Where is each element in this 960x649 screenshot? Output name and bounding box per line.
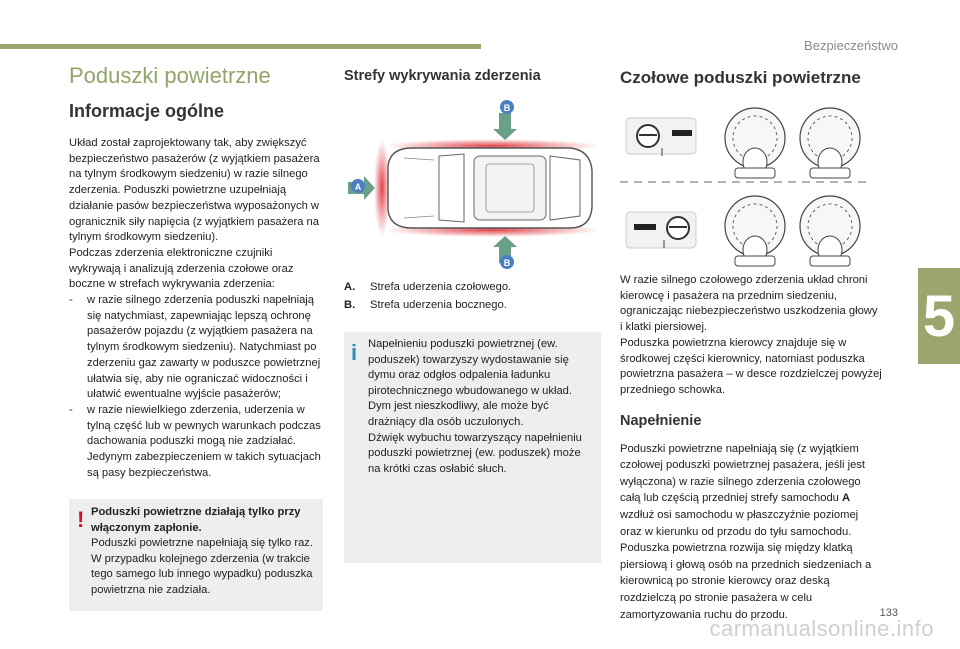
- detection-zones-heading: Strefy wykrywania zderzenia: [344, 68, 541, 84]
- warning-box: ! Poduszki powietrzne działają tylko prz…: [69, 499, 323, 611]
- occupant-seat-bottom-right: [799, 195, 861, 267]
- front-airbag-diagram: [620, 107, 870, 267]
- hood-line: [403, 215, 435, 219]
- bullet-dash: -: [69, 403, 73, 416]
- bullet-item: - w razie niewielkiego zderzenia, uderze…: [69, 403, 324, 482]
- info-icon: i: [351, 340, 358, 365]
- front-airbags-text: W razie silnego czołowego zderzenia ukła…: [620, 273, 882, 623]
- legend-item: A. Strefa uderzenia czołowego.: [344, 278, 511, 296]
- bullet-item: - w razie silnego zderzenia poduszki nap…: [69, 293, 324, 403]
- warning-body: Poduszki powietrzne napełniają się tylko…: [91, 537, 314, 596]
- warning-icon: !: [77, 507, 85, 532]
- label-a: A: [355, 182, 362, 192]
- legend-key: B.: [344, 299, 356, 311]
- deployment-text-1: Poduszki powietrzne napełniają się (z wy…: [620, 442, 865, 505]
- front-airbags-paragraph-2: Poduszka powietrzna kierowcy znajduje si…: [620, 336, 882, 396]
- zone-a-reference: A: [842, 492, 851, 505]
- windshield: [438, 153, 465, 223]
- legend-key: A.: [344, 281, 356, 293]
- bullet-dash: -: [69, 294, 73, 307]
- crash-zones-figure: B B A: [344, 96, 600, 271]
- info-paragraph-2: Dźwięk wybuchu towarzyszący napełnieniu …: [368, 431, 582, 475]
- legend-text: Strefa uderzenia bocznego.: [370, 299, 507, 311]
- detection-paragraph: Podczas zderzenia elektroniczne czujniki…: [69, 246, 294, 291]
- front-airbags-paragraph-1: W razie silnego czołowego zderzenia ukła…: [620, 274, 878, 334]
- badge-a: [351, 179, 365, 193]
- front-zone: [374, 140, 390, 236]
- info-paragraph-1: Napełnieniu poduszki powietrznej (ew. po…: [368, 338, 572, 428]
- page-number: 133: [879, 607, 898, 619]
- arrow-down-icon: [493, 113, 517, 140]
- occupant-seat-bottom-left: [724, 195, 786, 267]
- intro-paragraph: Układ został zaprojektowany tak, aby zwi…: [69, 137, 320, 244]
- deployment-paragraph: Poduszki powietrzne napełniają się (z wy…: [620, 441, 882, 624]
- front-airbags-heading: Czołowe poduszki powietrzne: [620, 68, 861, 87]
- roof: [473, 155, 547, 221]
- legend-item: B. Strefa uderzenia bocznego.: [344, 296, 511, 314]
- bullet-text: w razie silnego zderzenia poduszki napeł…: [87, 294, 321, 401]
- section-label: Bezpieczeństwo: [804, 38, 898, 53]
- front-airbags-figure: [620, 102, 870, 270]
- label-b-bottom: B: [504, 258, 511, 268]
- warning-bold: Poduszki powietrzne działają tylko przy …: [91, 506, 301, 534]
- arrow-up-icon: [493, 236, 517, 263]
- badge-b-top: [500, 100, 514, 114]
- column-front-airbags: Czołowe poduszki powietrzne: [620, 62, 880, 90]
- warning-text: Poduszki powietrzne działają tylko przy …: [91, 505, 317, 598]
- hood-line: [403, 157, 435, 161]
- sunroof: [485, 163, 535, 213]
- legend-text: Strefa uderzenia czołowego.: [370, 281, 512, 293]
- rear-window: [549, 155, 581, 221]
- car-top-view-diagram: B B A: [348, 100, 600, 269]
- deployment-text-2: wzdłuż osi samochodu w płaszczyźnie pozi…: [620, 509, 872, 621]
- watermark: carmanualsonline.info: [709, 616, 934, 641]
- label-b-top: B: [504, 103, 511, 113]
- zone-legend: A. Strefa uderzenia czołowego. B. Strefa u…: [344, 278, 511, 314]
- section-heading-general: Informacje ogólne: [69, 101, 225, 121]
- header-bar: [0, 44, 481, 49]
- chapter-tab: 5: [918, 268, 960, 364]
- occupant-seat-top-left: [724, 107, 786, 179]
- bullet-text: w razie niewielkiego zderzenia, uderzeni…: [87, 403, 321, 479]
- column-general-info: Poduszki powietrzne Informacje ogólne Uk…: [69, 62, 324, 481]
- info-box: i Napełnieniu poduszki powietrznej (ew. …: [344, 332, 601, 563]
- airbag-module-icon: [634, 224, 656, 230]
- page-title: Poduszki powietrzne: [69, 63, 271, 88]
- occupant-seat-top-right: [799, 107, 861, 179]
- deployment-heading: Napełnienie: [620, 412, 702, 429]
- column-detection-zones: Strefy wykrywania zderzenia: [344, 62, 602, 86]
- badge-b-bottom: [500, 255, 514, 269]
- info-text: Napełnieniu poduszki powietrznej (ew. po…: [368, 337, 590, 477]
- airbag-module-icon: [672, 130, 692, 136]
